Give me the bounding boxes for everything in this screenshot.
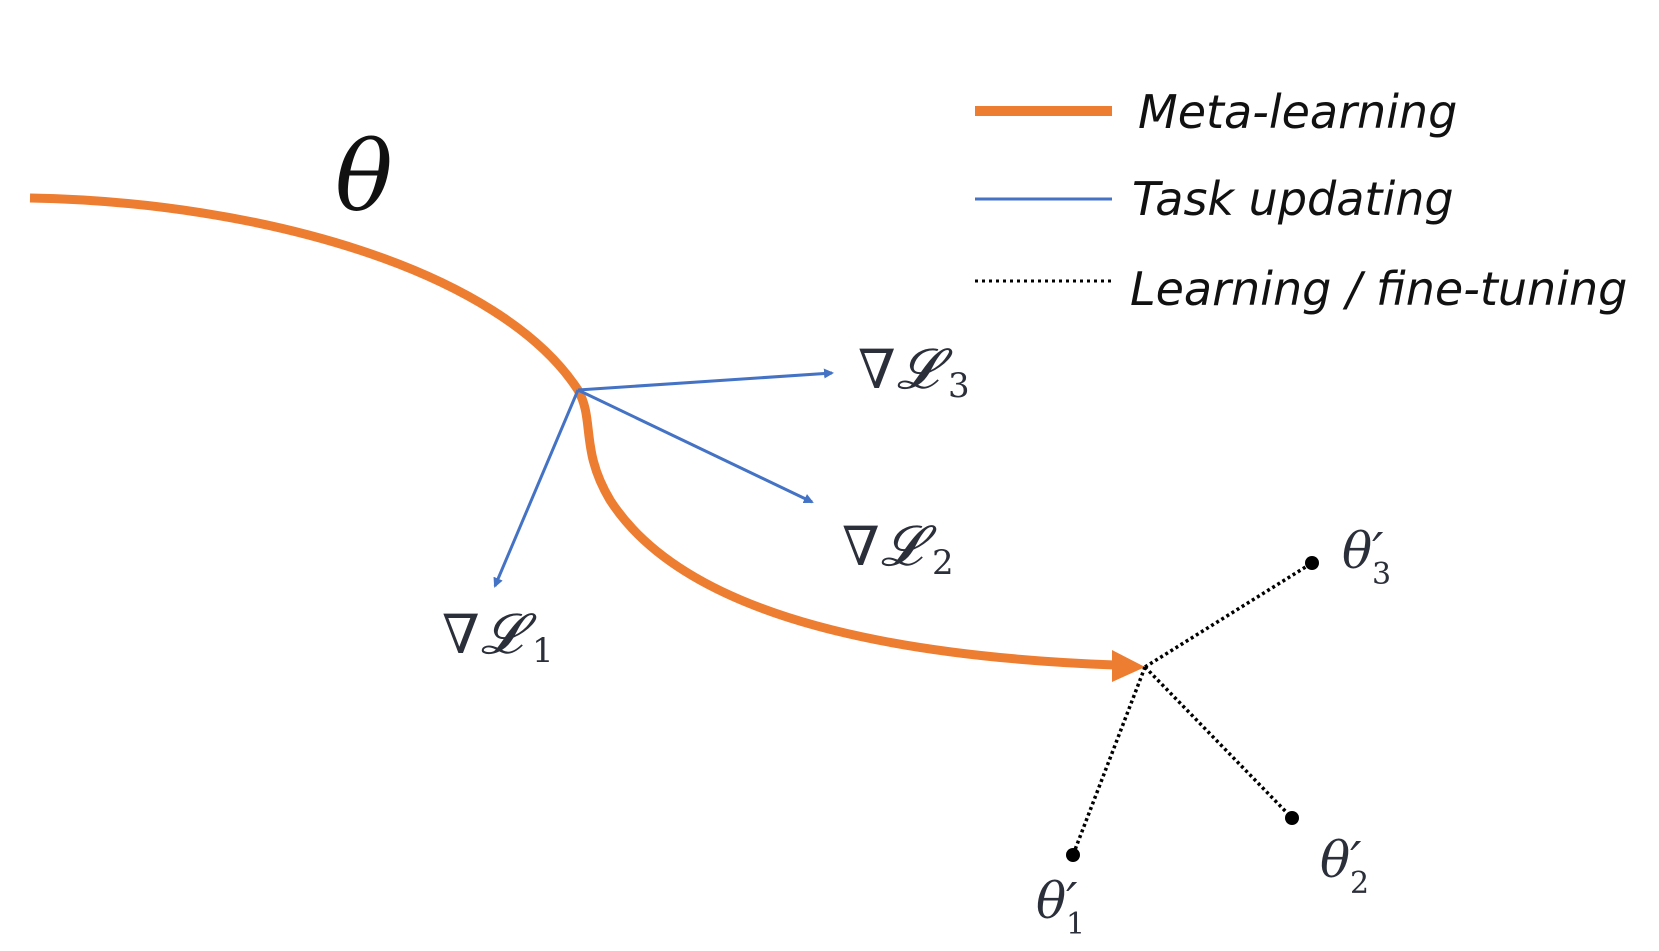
legend-task-updating-label: Task updating	[1132, 172, 1454, 226]
grad-arrow-2	[577, 388, 814, 504]
legend-fine-tuning-label: Learning / fine-tuning	[1130, 262, 1627, 316]
fine-tune-line-3	[1144, 561, 1313, 669]
legend: Meta-learning Task updating Learning / f…	[975, 85, 1627, 316]
grad-2-nabla: ∇	[842, 515, 880, 578]
grad-1-loss: 𝓛	[481, 602, 537, 667]
theta2-subscript: 2	[1350, 866, 1369, 901]
grad-1-nabla: ∇	[442, 603, 480, 666]
meta-learning-path	[29, 193, 1145, 682]
meta-learning-curve	[29, 193, 1116, 670]
theta3-label: θ′ 3	[1342, 522, 1391, 592]
theta3-point	[1305, 556, 1319, 570]
grad-label-2: ∇ 𝓛 2	[842, 514, 954, 583]
grad-1-subscript: 1	[532, 631, 554, 671]
theta1-label: θ′ 1	[1036, 872, 1085, 942]
fine-tune-line-1	[1071, 666, 1147, 856]
grad-label-3: ∇ 𝓛 3	[858, 337, 970, 406]
theta3-subscript: 3	[1372, 557, 1391, 592]
grad-arrow-1	[493, 389, 580, 588]
fine-tune-line-2	[1143, 665, 1294, 820]
legend-meta-learning-label: Meta-learning	[1138, 85, 1457, 139]
grad-3-nabla: ∇	[858, 338, 896, 401]
fine-tuning-paths	[1066, 556, 1319, 862]
theta1-symbol: θ′	[1036, 872, 1078, 930]
grad-2-loss: 𝓛	[881, 514, 937, 579]
meta-learning-arrowhead	[1112, 650, 1145, 682]
theta1-subscript: 1	[1066, 907, 1085, 942]
grad-arrow-3	[577, 368, 834, 392]
grad-2-subscript: 2	[932, 543, 954, 583]
grad-label-1: ∇ 𝓛 1	[442, 602, 554, 671]
theta1-point	[1066, 848, 1080, 862]
theta-label: θ	[335, 121, 393, 233]
theta3-symbol: θ′	[1342, 522, 1384, 580]
theta2-label: θ′ 2	[1320, 831, 1369, 901]
theta2-symbol: θ′	[1320, 831, 1362, 889]
grad-3-subscript: 3	[948, 366, 970, 406]
task-gradients	[493, 368, 834, 588]
theta2-point	[1285, 811, 1299, 825]
grad-3-loss: 𝓛	[897, 337, 953, 402]
